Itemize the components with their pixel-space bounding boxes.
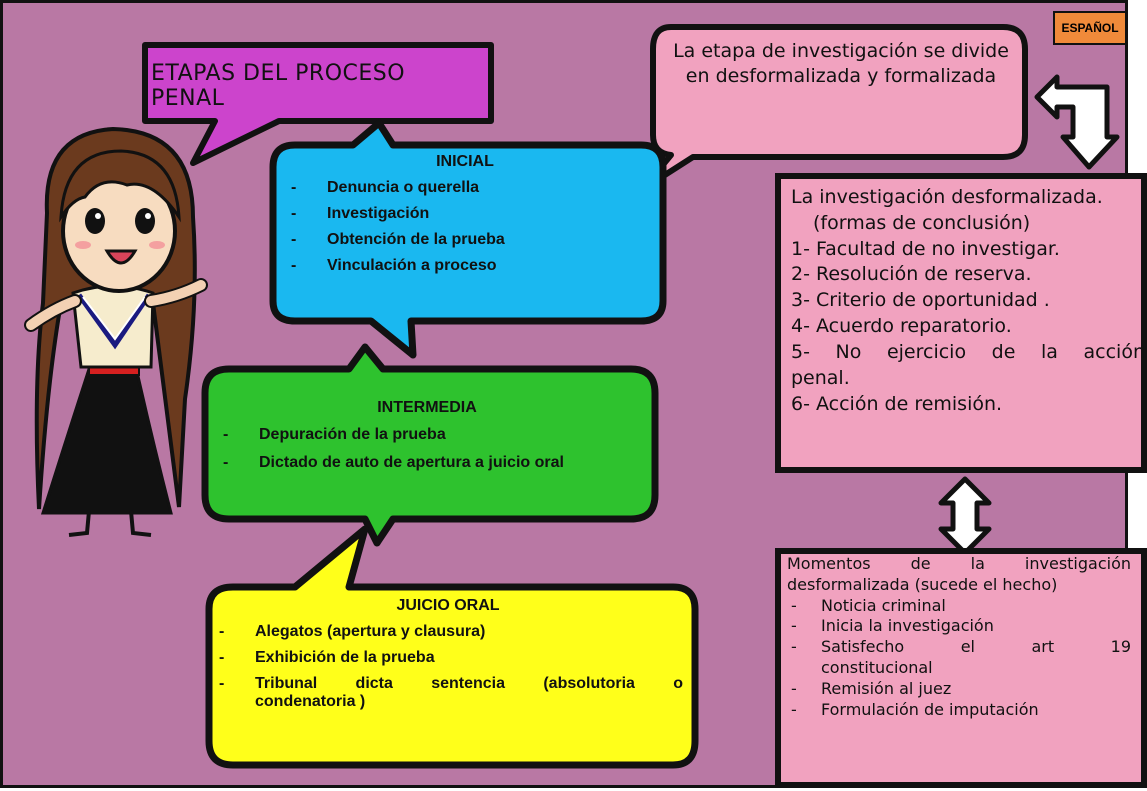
desformalizada-item: 5- No ejercicio de la acción: [791, 340, 1145, 363]
inicial-item: Investigación: [285, 205, 645, 223]
desformalizada-item-continuation: penal.: [791, 366, 850, 389]
girl-character-icon: [24, 126, 208, 537]
bent-arrow-icon: [1034, 74, 1120, 170]
juicio-oral-heading: JUICIO ORAL: [396, 597, 500, 614]
investigation-note: La etapa de investigación se divide en d…: [673, 40, 1009, 87]
juicio-bubble: [205, 525, 699, 769]
momentos-box: Momentos de la investigación desformaliz…: [775, 548, 1147, 788]
title-bubble: [142, 42, 494, 166]
desformalizada-item: 1- Facultad de no investigar.: [791, 237, 1060, 260]
juicio-item: Alegatos (apertura y clausura): [213, 623, 683, 641]
momentos-heading-cont: desformalizada (sucede el hecho): [787, 574, 1058, 594]
inicial-item: Vinculación a proceso: [285, 257, 645, 275]
inicial-item: Obtención de la prueba: [285, 231, 645, 249]
info-bubble: [640, 24, 1028, 192]
momentos-item: Inicia la investigación: [787, 616, 1131, 637]
double-arrow-icon: [938, 476, 992, 556]
desformalizada-item: 2- Resolución de reserva.: [791, 263, 1032, 286]
inicial-heading: INICIAL: [436, 153, 494, 170]
momentos-item: Formulación de imputación: [787, 700, 1131, 721]
momentos-item: Remisión al juez: [787, 679, 1131, 700]
juicio-item: Exhibición de la prueba: [213, 649, 683, 667]
inicial-item: Denuncia o querella: [285, 179, 645, 197]
juicio-item: Tribunal dicta sentencia (absolutoria o: [213, 675, 683, 693]
intermedia-heading: INTERMEDIA: [377, 399, 477, 416]
momentos-item-continuation: constitucional: [821, 657, 933, 677]
intermedia-item: Depuración de la prueba: [217, 426, 637, 444]
momentos-item: Noticia criminal: [787, 596, 1131, 617]
desformalizada-item: 6- Acción de remisión.: [791, 392, 1003, 415]
language-tag[interactable]: ESPAÑOL: [1053, 11, 1127, 45]
process-diagram: ESPAÑOL ETAPAS DEL PROCESO PENAL INICIAL…: [0, 0, 1128, 788]
diagram-title: ETAPAS DEL PROCESO PENAL: [151, 61, 406, 111]
juicio-item-continuation: condenatoria ): [255, 693, 366, 710]
juicio-oral-stage: JUICIO ORAL Alegatos (apertura y clausur…: [213, 597, 683, 711]
intermedia-item: Dictado de auto de apertura a juicio ora…: [217, 454, 637, 472]
inicial-stage: INICIAL Denuncia o querella Investigació…: [285, 153, 645, 283]
momentos-heading: Momentos de la investigación: [787, 554, 1131, 573]
desformalizada-item: 4- Acuerdo reparatorio.: [791, 315, 1012, 338]
intermedia-stage: INTERMEDIA Depuración de la prueba Dicta…: [217, 399, 637, 482]
desformalizada-subheading: (formas de conclusión): [813, 211, 1031, 234]
momentos-item: Satisfecho el art 19: [787, 637, 1131, 658]
desformalizada-item: 3- Criterio de oportunidad .: [791, 289, 1050, 312]
desformalizada-box: La investigación desformalizada. (formas…: [775, 173, 1147, 473]
intermedia-bubble: [201, 343, 659, 547]
desformalizada-heading: La investigación desformalizada.: [791, 186, 1103, 208]
